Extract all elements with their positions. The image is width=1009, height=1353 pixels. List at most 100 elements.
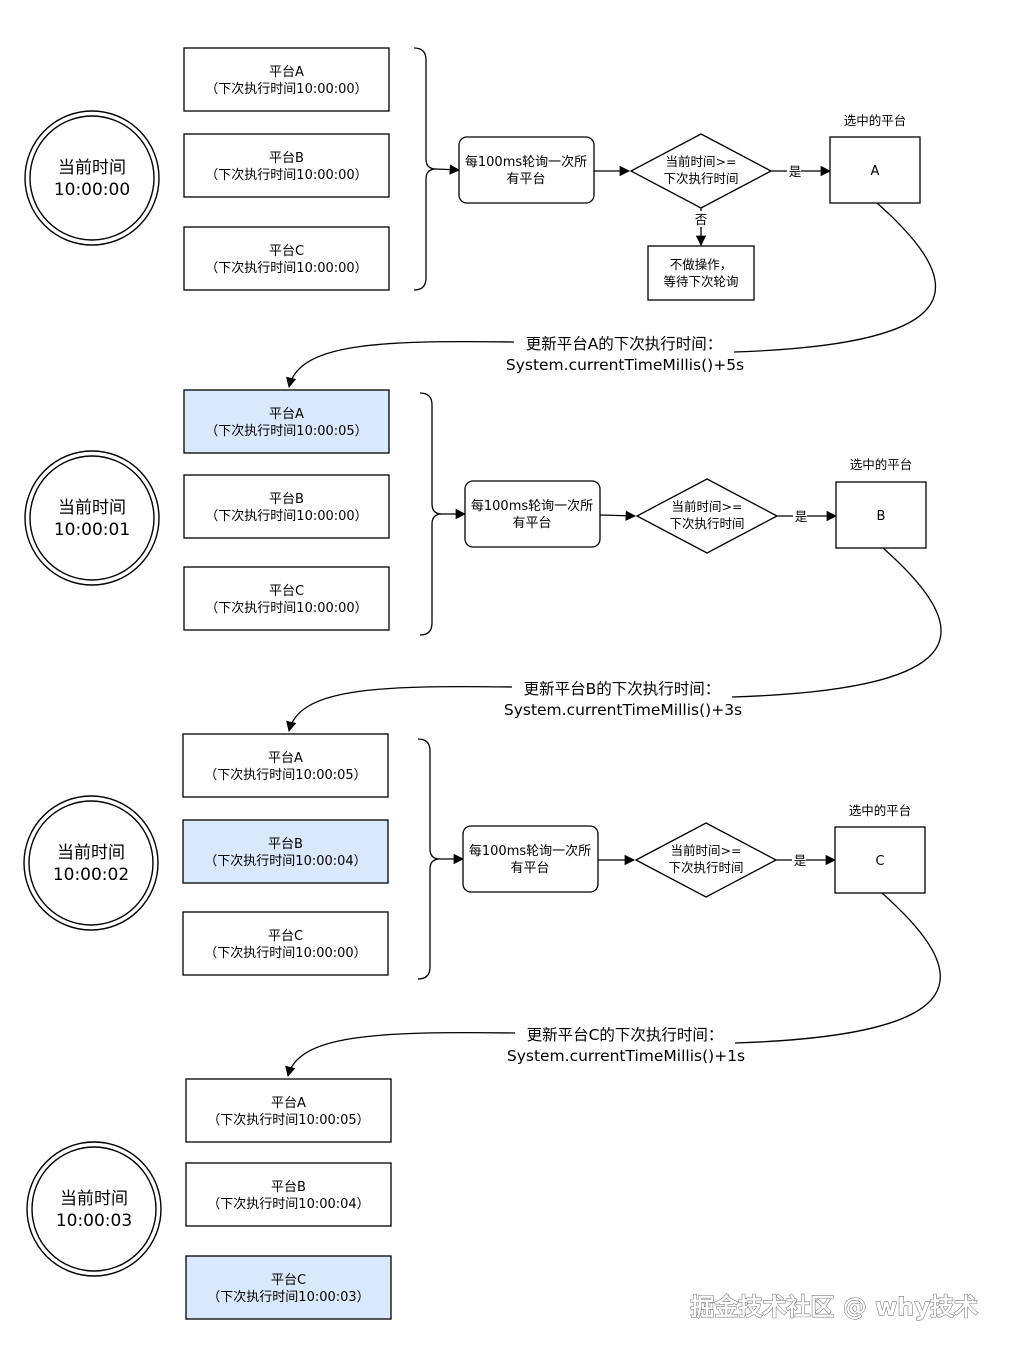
platform-next-time: （下次执行时间10:00:04） [204, 853, 366, 869]
platform-box-a: 平台A（下次执行时间10:00:00） [183, 47, 390, 112]
update-text-line2: System.currentTimeMillis()+5s [506, 356, 744, 374]
stage-4: 当前时间10:00:03平台A（下次执行时间10:00:05）平台B（下次执行时… [26, 1078, 392, 1320]
platform-box-b: 平台B（下次执行时间10:00:04） [182, 819, 389, 884]
platform-name: 平台C [269, 584, 304, 599]
platform-box-b: 平台B（下次执行时间10:00:04） [185, 1162, 392, 1227]
decision-text-line1: 当前时间>= [671, 843, 742, 858]
selected-platform-box: B [835, 481, 927, 549]
platform-box-b: 平台B（下次执行时间10:00:00） [183, 474, 390, 539]
platform-next-time: （下次执行时间10:00:00） [205, 260, 367, 276]
decision-text-line2: 下次执行时间 [668, 860, 743, 875]
platform-next-time: （下次执行时间10:00:00） [204, 945, 366, 961]
selected-platform-caption: 选中的平台 [844, 113, 907, 128]
platform-next-time: （下次执行时间10:00:04） [207, 1196, 369, 1212]
clock-label: 当前时间 [58, 158, 126, 178]
platform-name: 平台B [271, 1180, 306, 1195]
update-text-line2: System.currentTimeMillis()+1s [507, 1047, 745, 1065]
platform-box-b: 平台B（下次执行时间10:00:00） [183, 133, 390, 198]
clock-label: 当前时间 [58, 498, 126, 518]
poll-text-line1: 每100ms轮询一次所 [465, 154, 587, 170]
platform-name: 平台C [269, 244, 304, 259]
stage-3: 当前时间10:00:02平台A（下次执行时间10:00:05）平台B（下次执行时… [23, 733, 941, 1078]
poll-text-line2: 有平台 [512, 516, 551, 531]
clock-time: 10:00:00 [54, 180, 130, 200]
poll-text-line1: 每100ms轮询一次所 [469, 843, 591, 859]
clock-time: 10:00:01 [54, 520, 130, 540]
stage-2: 当前时间10:00:01平台A（下次执行时间10:00:05）平台B（下次执行时… [24, 389, 942, 733]
platform-box-a: 平台A（下次执行时间10:00:05） [185, 1078, 392, 1143]
update-arrow [733, 202, 937, 353]
no-action-box: 不做操作， 等待下次轮询 [647, 245, 755, 301]
selected-platform-name: B [877, 509, 886, 524]
platform-name: 平台B [269, 492, 304, 507]
update-arrow [734, 892, 941, 1044]
no-action-line2: 等待下次轮询 [663, 274, 738, 289]
decision-diamond: 当前时间>= 下次执行时间 [634, 822, 778, 898]
decision-text-line1: 当前时间>= [672, 499, 743, 514]
platform-box-c: 平台C（下次执行时间10:00:00） [183, 566, 390, 631]
decision-diamond: 当前时间>= 下次执行时间 [629, 133, 773, 209]
decision-text-line2: 下次执行时间 [663, 171, 738, 186]
grouping-brace [413, 47, 437, 291]
platform-name: 平台A [269, 407, 304, 422]
platform-next-time: （下次执行时间10:00:05） [204, 767, 366, 783]
update-text-line1: 更新平台B的下次执行时间： [524, 680, 721, 698]
update-text-line2: System.currentTimeMillis()+3s [504, 701, 742, 719]
platform-next-time: （下次执行时间10:00:00） [205, 600, 367, 616]
watermark-text: 掘金技术社区 @ why技术 [690, 1293, 978, 1321]
update-arrow [731, 547, 942, 698]
platform-next-time: （下次执行时间10:00:00） [205, 167, 367, 183]
platform-name: 平台A [268, 751, 303, 766]
update-text-line1: 更新平台C的下次执行时间： [527, 1026, 724, 1044]
platform-name: 平台C [271, 1273, 306, 1288]
decision-diamond: 当前时间>= 下次执行时间 [635, 478, 779, 554]
selected-platform-caption: 选中的平台 [849, 803, 912, 818]
platform-box-c: 平台C（下次执行时间10:00:00） [183, 226, 390, 291]
decision-text-line1: 当前时间>= [666, 154, 737, 169]
platform-name: 平台A [269, 65, 304, 80]
platform-name: 平台C [268, 929, 303, 944]
no-action-line1: 不做操作， [670, 257, 733, 272]
poll-text-line1: 每100ms轮询一次所 [471, 498, 593, 514]
platform-name: 平台B [268, 837, 303, 852]
selected-platform-box: C [834, 826, 926, 894]
platform-box-a: 平台A（下次执行时间10:00:05） [182, 733, 389, 798]
platform-name: 平台A [271, 1096, 306, 1111]
update-text-line1: 更新平台A的下次执行时间： [526, 335, 723, 353]
platform-box-c: 平台C（下次执行时间10:00:03） [185, 1255, 392, 1320]
platform-next-time: （下次执行时间10:00:03） [207, 1289, 369, 1305]
platform-name: 平台B [269, 151, 304, 166]
selected-platform-box: A [829, 136, 921, 204]
platform-box-c: 平台C（下次执行时间10:00:00） [182, 911, 389, 976]
grouping-brace [417, 738, 441, 980]
poll-text-line2: 有平台 [506, 172, 545, 187]
yes-label: 是 [789, 164, 802, 179]
clock-label: 当前时间 [57, 843, 125, 863]
grouping-brace [419, 392, 443, 636]
no-label: 否 [695, 212, 708, 227]
platform-next-time: （下次执行时间10:00:00） [205, 508, 367, 524]
decision-text-line2: 下次执行时间 [669, 516, 744, 531]
stage-1: 当前时间10:00:00平台A（下次执行时间10:00:00）平台B（下次执行时… [24, 47, 937, 389]
selected-platform-name: A [871, 164, 880, 179]
platform-box-a: 平台A（下次执行时间10:00:05） [183, 389, 390, 454]
clock-time: 10:00:02 [53, 865, 129, 885]
poll-text-line2: 有平台 [510, 861, 549, 876]
yes-label: 是 [795, 509, 808, 524]
clock-label: 当前时间 [60, 1189, 128, 1209]
clock-time: 10:00:03 [56, 1211, 132, 1231]
selected-platform-caption: 选中的平台 [850, 457, 913, 472]
platform-next-time: （下次执行时间10:00:00） [205, 81, 367, 97]
platform-next-time: （下次执行时间10:00:05） [207, 1112, 369, 1128]
selected-platform-name: C [875, 854, 884, 869]
yes-label: 是 [794, 853, 807, 868]
platform-next-time: （下次执行时间10:00:05） [205, 423, 367, 439]
